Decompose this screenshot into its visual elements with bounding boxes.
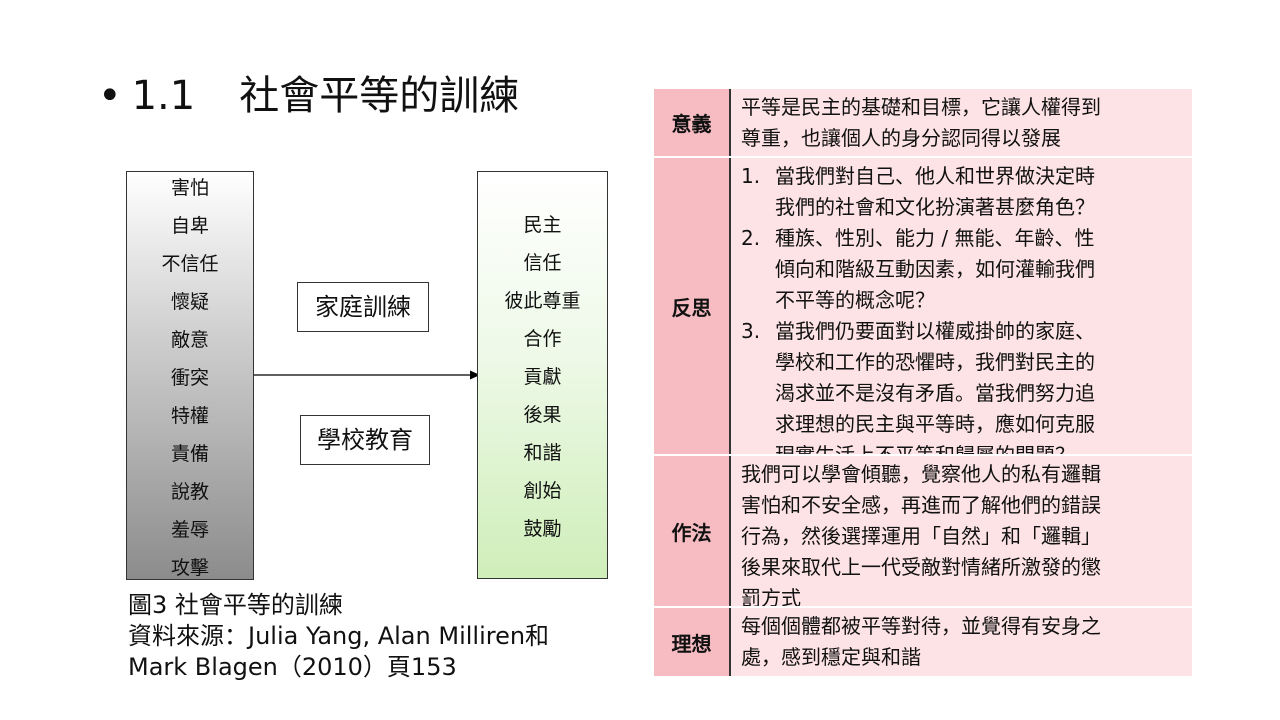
figure-caption: 圖3 社會平等的訓練 資料來源：Julia Yang, Alan Millire… [128, 590, 549, 683]
equality-table: 意義 平等是民主的基礎和目標，它讓人權得到 尊重，也讓個人的身分認同得以發展 反… [654, 89, 1192, 676]
slide-title: • 1.1 社會平等的訓練 [98, 68, 519, 124]
meaning-head: 意義 [654, 89, 731, 156]
school-education-label: 學校教育 [300, 415, 430, 465]
body-line: 每個個體都被平等對待，並覺得有安身之 [741, 614, 1101, 638]
caption-line: Mark Blagen（2010）頁153 [128, 653, 457, 681]
caption-line: 資料來源：Julia Yang, Alan Milliren和 [128, 622, 550, 650]
ideal-row: 理想 每個個體都被平等對待，並覺得有安身之 處，感到穩定與和諧 [654, 606, 1192, 676]
body-line: 後果來取代上一代受敵對情緒所激發的懲 [741, 555, 1101, 579]
left-item: 責備 [170, 443, 209, 465]
body-line: 害怕和不安全感，再進而了解他們的錯誤 [741, 493, 1101, 517]
body-line: 求理想的民主與平等時，應如何克服 [775, 412, 1095, 436]
left-item: 特權 [170, 405, 209, 427]
body-line: 渴求並不是沒有矛盾。當我們努力追 [775, 381, 1095, 405]
reflect-head: 反思 [654, 158, 731, 454]
body-line: 不平等的概念呢？ [775, 288, 935, 312]
left-item: 敵意 [170, 329, 209, 351]
body-line: 我們可以學會傾聽，覺察他人的私有邏輯 [741, 462, 1101, 486]
negative-traits-box: 害怕 自卑 不信任 懷疑 敵意 衝突 特權 責備 說教 羞辱 攻擊 [126, 171, 254, 580]
left-item: 攻擊 [170, 557, 209, 579]
title-number: 1.1 [131, 73, 196, 119]
item-number: 1. [741, 164, 761, 188]
family-training-label: 家庭訓練 [297, 282, 429, 332]
caption-line: 圖3 社會平等的訓練 [128, 591, 343, 619]
right-item: 彼此尊重 [504, 290, 581, 312]
left-item: 說教 [170, 481, 209, 503]
body-line: 行為，然後選擇運用「自然」和「邏輯」 [741, 524, 1101, 548]
body-line: 學校和工作的恐懼時，我們對民主的 [775, 350, 1095, 374]
right-item: 後果 [523, 404, 562, 426]
body-line: 當我們對自己、他人和世界做決定時 [775, 164, 1095, 188]
title-text: 社會平等的訓練 [239, 73, 520, 119]
item-number: 2. [741, 226, 761, 250]
right-item: 和諧 [523, 442, 562, 464]
right-item: 合作 [523, 328, 562, 350]
right-item: 創始 [523, 480, 562, 502]
body-line: 傾向和階級互動因素，如何灌輸我們 [775, 257, 1095, 281]
left-item: 衝突 [170, 367, 209, 389]
left-item: 害怕 [170, 177, 209, 199]
item-text: 種族、性別、能力 / 無能、年齡、性 傾向和階級互動因素，如何灌輸我們 不平等的… [775, 223, 1184, 316]
right-item: 信任 [523, 252, 562, 274]
left-item: 懷疑 [170, 291, 209, 313]
body-line: 處，感到穩定與和諧 [741, 645, 921, 669]
reflect-row: 反思 1. 當我們對自己、他人和世界做決定時 我們的社會和文化扮演著甚麼角色？ … [654, 156, 1192, 467]
meaning-body: 平等是民主的基礎和目標，它讓人權得到 尊重，也讓個人的身分認同得以發展 [731, 89, 1192, 156]
reflect-body: 1. 當我們對自己、他人和世界做決定時 我們的社會和文化扮演著甚麼角色？ 2. … [731, 158, 1192, 467]
reflect-item: 1. 當我們對自己、他人和世界做決定時 我們的社會和文化扮演著甚麼角色？ [741, 161, 1184, 223]
body-line: 尊重，也讓個人的身分認同得以發展 [741, 126, 1061, 150]
item-text: 當我們對自己、他人和世界做決定時 我們的社會和文化扮演著甚麼角色？ [775, 161, 1184, 223]
practice-row: 作法 我們可以學會傾聽，覺察他人的私有邏輯 害怕和不安全感，再進而了解他們的錯誤… [654, 454, 1192, 610]
title-bullet: • [98, 73, 122, 119]
right-item: 民主 [523, 214, 562, 236]
body-line: 種族、性別、能力 / 無能、年齡、性 [775, 226, 1095, 250]
right-item: 貢獻 [523, 366, 562, 388]
left-item: 自卑 [170, 215, 209, 237]
body-line: 我們的社會和文化扮演著甚麼角色？ [775, 195, 1095, 219]
body-line: 當我們仍要面對以權威掛帥的家庭、 [775, 319, 1095, 343]
positive-traits-box: 民主 信任 彼此尊重 合作 貢獻 後果 和諧 創始 鼓勵 [477, 171, 608, 579]
practice-body: 我們可以學會傾聽，覺察他人的私有邏輯 害怕和不安全感，再進而了解他們的錯誤 行為… [731, 456, 1192, 610]
left-item: 羞辱 [170, 519, 209, 541]
reflect-item: 2. 種族、性別、能力 / 無能、年齡、性 傾向和階級互動因素，如何灌輸我們 不… [741, 223, 1184, 316]
meaning-row: 意義 平等是民主的基礎和目標，它讓人權得到 尊重，也讓個人的身分認同得以發展 [654, 89, 1192, 156]
ideal-head: 理想 [654, 608, 731, 676]
right-item: 鼓勵 [523, 518, 562, 540]
practice-head: 作法 [654, 456, 731, 606]
body-line: 平等是民主的基礎和目標，它讓人權得到 [741, 95, 1101, 119]
item-text: 當我們仍要面對以權威掛帥的家庭、 學校和工作的恐懼時，我們對民主的 渴求並不是沒… [775, 316, 1184, 471]
arrow-right-icon [254, 370, 480, 380]
reflect-item: 3. 當我們仍要面對以權威掛帥的家庭、 學校和工作的恐懼時，我們對民主的 渴求並… [741, 316, 1184, 471]
ideal-body: 每個個體都被平等對待，並覺得有安身之 處，感到穩定與和諧 [731, 608, 1192, 676]
item-number: 3. [741, 319, 761, 343]
left-item: 不信任 [161, 253, 219, 275]
